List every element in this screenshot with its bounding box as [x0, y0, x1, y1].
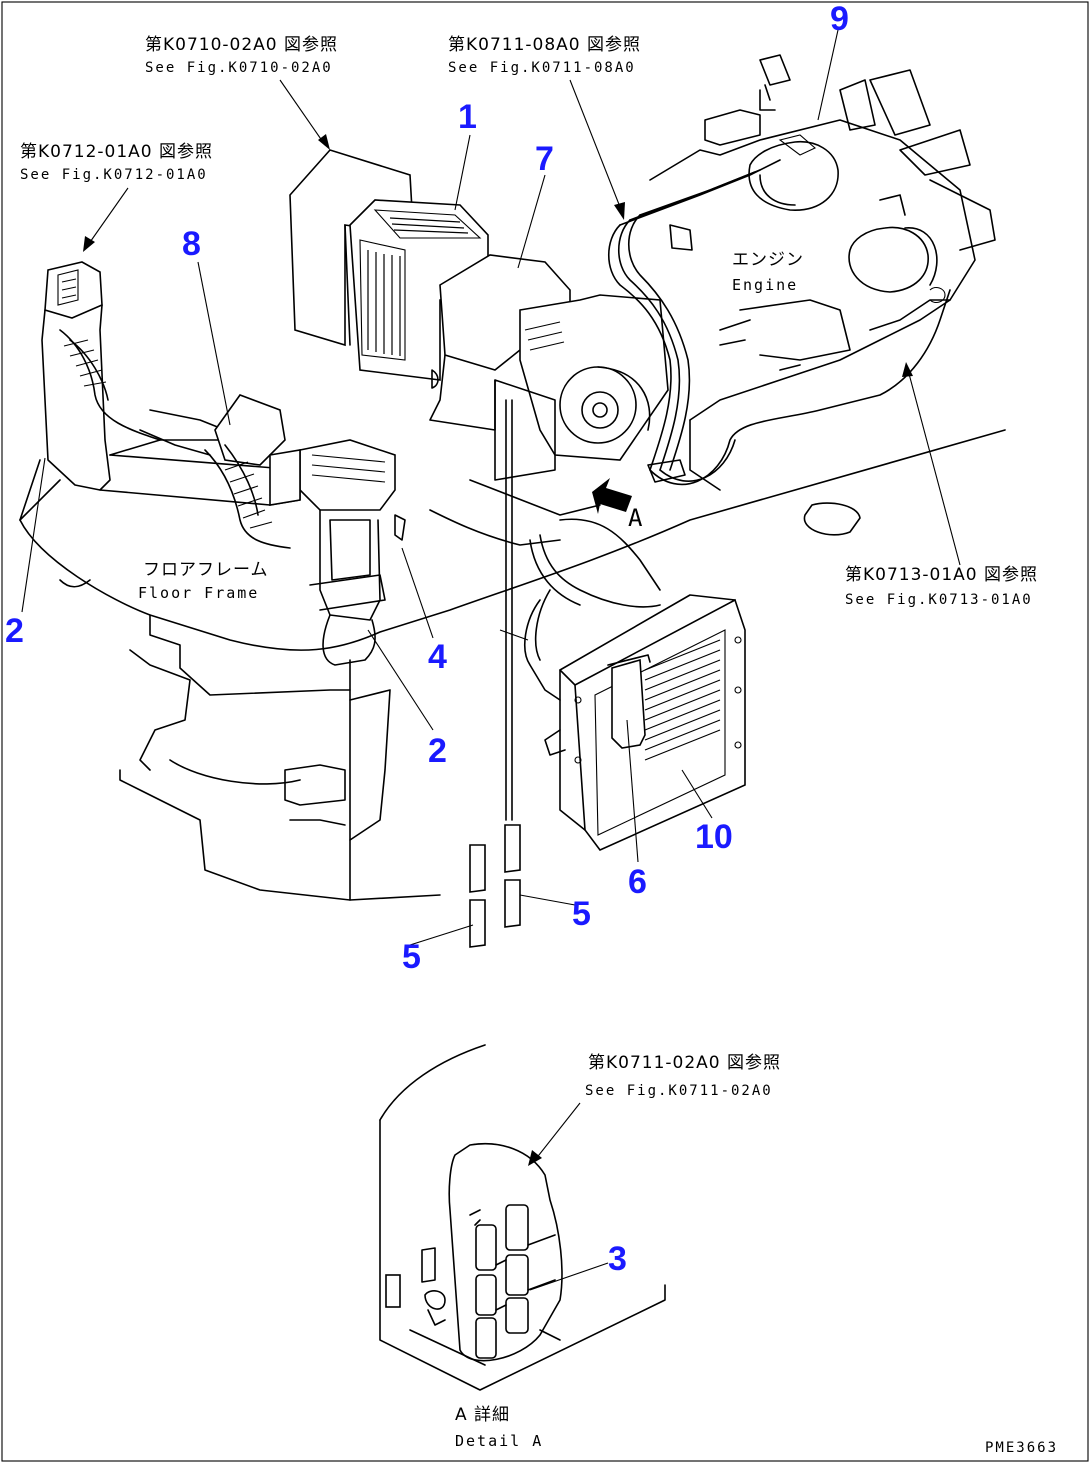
- engine-harness: [608, 159, 951, 486]
- ref-detail-en: See Fig.K0711-02A0: [585, 1083, 773, 1099]
- blower-7: [429, 254, 669, 516]
- callout-3: 3: [608, 1240, 627, 1278]
- condenser-10: [544, 594, 746, 851]
- callout-2-left: 2: [5, 612, 24, 650]
- ref-right-jp: 第K0713-01A0 図参照: [845, 565, 1038, 585]
- ref-left-en: See Fig.K0712-01A0: [20, 167, 208, 183]
- engine-label-en: Engine: [732, 276, 798, 294]
- ref-top-right-en: See Fig.K0711-08A0: [448, 60, 636, 76]
- callout-5-left: 5: [402, 938, 421, 976]
- callout-8: 8: [182, 225, 201, 263]
- callout-6: 6: [628, 863, 647, 901]
- engine-label-jp: エンジン: [732, 250, 804, 270]
- ref-top-center-jp: 第K0710-02A0 図参照: [145, 35, 338, 55]
- floor-frame-label-jp: フロアフレーム: [143, 560, 269, 580]
- callout-4: 4: [428, 638, 447, 676]
- duct-8: [204, 394, 291, 549]
- callout-2-center: 2: [428, 732, 447, 770]
- floor-frame-label-en: Floor Frame: [138, 584, 259, 602]
- ref-top-center-en: See Fig.K0710-02A0: [145, 60, 333, 76]
- left-duct-assembly: [19, 261, 301, 521]
- leader-lines: [21, 29, 961, 1291]
- detail-label-en: Detail A: [455, 1432, 543, 1450]
- pipes-5: [469, 399, 521, 948]
- ref-left-jp: 第K0712-01A0 図参照: [20, 142, 213, 162]
- aircon-unit-1: [289, 149, 489, 381]
- view-arrow-label: A: [628, 504, 644, 532]
- ref-right-en: See Fig.K0713-01A0: [845, 592, 1033, 608]
- engine: [649, 54, 996, 491]
- floor-bracket: [803, 502, 861, 536]
- ref-top-right-jp: 第K0711-08A0 図参照: [448, 35, 641, 55]
- callout-9: 9: [830, 0, 849, 38]
- callout-10: 10: [695, 818, 733, 856]
- callout-5-right: 5: [572, 895, 591, 933]
- ref-detail-jp: 第K0711-02A0 図参照: [588, 1053, 781, 1073]
- detail-a: [379, 1044, 666, 1391]
- drawing-code: PME3663: [985, 1440, 1058, 1456]
- view-arrow-icon: [592, 478, 632, 514]
- detail-label-jp: A 詳細: [455, 1405, 510, 1425]
- center-outlet: [269, 439, 406, 666]
- callout-7: 7: [535, 140, 554, 178]
- floor-frame: [19, 429, 1006, 901]
- callout-1: 1: [458, 98, 477, 136]
- lower-harness: [524, 518, 661, 701]
